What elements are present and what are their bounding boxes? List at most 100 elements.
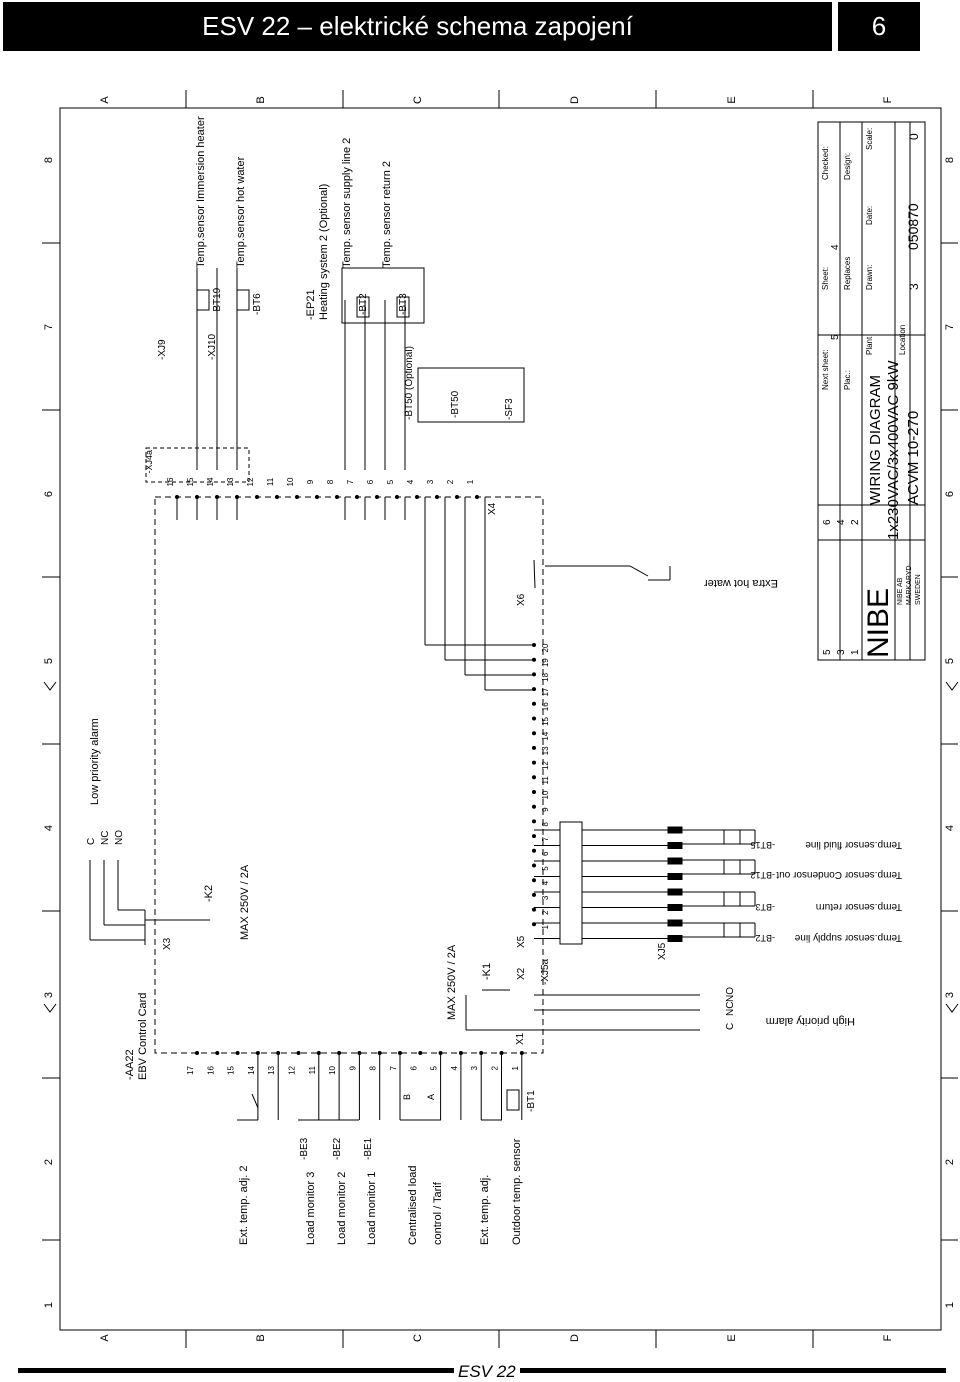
- grid-row-right-3: 3: [944, 992, 956, 998]
- title-block-frame: [817, 121, 926, 661]
- x4-terminal-number: 13: [226, 477, 235, 486]
- xj5-plug: [667, 857, 683, 865]
- revision-number: 5: [822, 649, 833, 655]
- x4-terminal: [455, 495, 459, 499]
- x1-terminal: [377, 1051, 382, 1055]
- k2-contact-label: NO: [114, 830, 125, 845]
- x1-terminal: [479, 1051, 484, 1055]
- diagram-model: ACVM 10-270: [905, 411, 922, 505]
- x4-terminal: [275, 495, 279, 499]
- top-sensor-label: Temp.sensor Immersion heater: [195, 116, 207, 268]
- next-sheet-value: 5: [830, 334, 841, 340]
- x4-terminal: [195, 495, 199, 499]
- bottom-input-label: Load monitor 3: [305, 1172, 317, 1245]
- k2-tag: -K2: [203, 885, 215, 902]
- x5-terminal: [532, 731, 536, 736]
- x5-terminal: [532, 687, 536, 692]
- bottom-input-label: Ext. temp. adj. 2: [238, 1166, 250, 1245]
- bottom-input-label: control / Tarif: [432, 1181, 444, 1245]
- top-sensor-label: Temp. sensor return 2: [381, 161, 393, 268]
- be3-tag: -BE3: [299, 1137, 310, 1160]
- x5-terminal-number: 15: [541, 717, 550, 726]
- sf3-tag: -SF3: [504, 398, 515, 420]
- x1-terminal: [438, 1051, 443, 1055]
- x4-terminal-number: 7: [346, 479, 355, 484]
- grid-row-left-2: 2: [43, 1159, 55, 1165]
- next-sheet-label: Next sheet:: [821, 350, 830, 390]
- xj5-plug: [667, 826, 683, 834]
- top-sensor-tag: -BT6: [252, 293, 263, 315]
- grid-row-left-1: 1: [43, 1302, 55, 1308]
- grid-col-top-C: C: [412, 96, 424, 104]
- x5-terminal: [532, 775, 536, 780]
- x4-terminal-number: 11: [266, 477, 275, 486]
- x1-terminal-number: 17: [186, 1065, 195, 1074]
- plac-label: Plac.:: [843, 370, 852, 390]
- connector-label: X5: [516, 935, 527, 948]
- bt50-tag: -BT50: [450, 390, 461, 418]
- x5-terminal: [532, 790, 536, 794]
- x1-terminal-number: 14: [247, 1065, 256, 1074]
- x1-terminal: [316, 1051, 321, 1055]
- top-sensor-tag: -BT19: [212, 287, 223, 315]
- bottom-input-label: Outdoor temp. sensor: [511, 1138, 523, 1245]
- x1-terminal-number: 13: [267, 1065, 276, 1074]
- grid-col-bottom-F: F: [882, 1334, 894, 1341]
- date-label: Date:: [865, 206, 874, 225]
- bt50-optional-label: -BT50 (Optional): [404, 346, 415, 420]
- revision-number: 2: [850, 519, 861, 525]
- x1-terminal-number: 1: [511, 1065, 520, 1070]
- x4-terminal-number: 10: [286, 477, 295, 486]
- control-card-outline: [154, 496, 544, 1054]
- be2-tag: -BE2: [332, 1137, 343, 1160]
- x4-terminal: [235, 495, 239, 499]
- grid-row-left-5: 5: [43, 658, 55, 664]
- connector-label: X2: [516, 967, 527, 980]
- x5-terminal-number: 6: [541, 851, 550, 856]
- grid-row-right-5: 5: [944, 658, 956, 664]
- bt50-group: [417, 367, 525, 423]
- x5-terminal-number: 19: [541, 658, 550, 667]
- grid-col-top-B: B: [255, 96, 267, 103]
- x1-terminal: [215, 1051, 220, 1055]
- x1-terminal: [499, 1051, 504, 1055]
- page-title: ESV 22 – elektrické schema zapojení: [3, 2, 832, 51]
- x1-terminal: [296, 1051, 301, 1055]
- board-subtitle: EBV Control Card: [137, 993, 149, 1080]
- revision-number: 3: [836, 649, 847, 655]
- ep21-group: [341, 267, 425, 324]
- ep21-tag: -EP21: [305, 289, 317, 320]
- centering-arrow: [43, 681, 57, 691]
- footer-rule-right: [516, 1368, 946, 1373]
- grid-col-bottom-A: A: [99, 1334, 111, 1342]
- bottom-input-label: Centralised load: [407, 1166, 419, 1246]
- right-sensor-label: Temp.sensor supply line: [794, 932, 902, 943]
- x1-terminal: [337, 1051, 342, 1055]
- drawing-frame: [59, 107, 942, 1331]
- x5-terminal-number: 7: [541, 836, 550, 841]
- x5-terminal: [532, 657, 536, 662]
- xj10-tag: -XJ10: [207, 333, 218, 360]
- plant-label: Plant: [865, 336, 874, 355]
- x5-terminal-number: 4: [541, 880, 550, 885]
- x1-terminal-number: 9: [348, 1065, 357, 1070]
- x5-terminal-number: 8: [541, 822, 550, 827]
- x4-terminal-number: 6: [366, 479, 375, 484]
- xj5-plug: [667, 842, 683, 849]
- right-sensor-label: Temp.sensor Condensor out: [776, 869, 902, 880]
- x1-terminal: [418, 1051, 423, 1055]
- grid-row-right-4: 4: [944, 825, 956, 831]
- x4-terminal-number: 5: [386, 479, 395, 484]
- xj5-tag: XJ5: [657, 942, 668, 960]
- grid-row-left-6: 6: [43, 491, 55, 497]
- drawing-number: 050870: [905, 203, 921, 250]
- centering-arrow: [945, 1003, 959, 1013]
- company-address: SWEDEN: [915, 574, 922, 605]
- x4-terminal-number: 1: [466, 479, 475, 484]
- x4-terminal: [475, 495, 479, 499]
- x1-terminal: [235, 1051, 240, 1055]
- top-sensor-symbol: [196, 289, 210, 311]
- grid-col-top-D: D: [569, 96, 581, 104]
- grid-row-left-4: 4: [43, 825, 55, 831]
- grid-col-bottom-C: C: [412, 1334, 424, 1342]
